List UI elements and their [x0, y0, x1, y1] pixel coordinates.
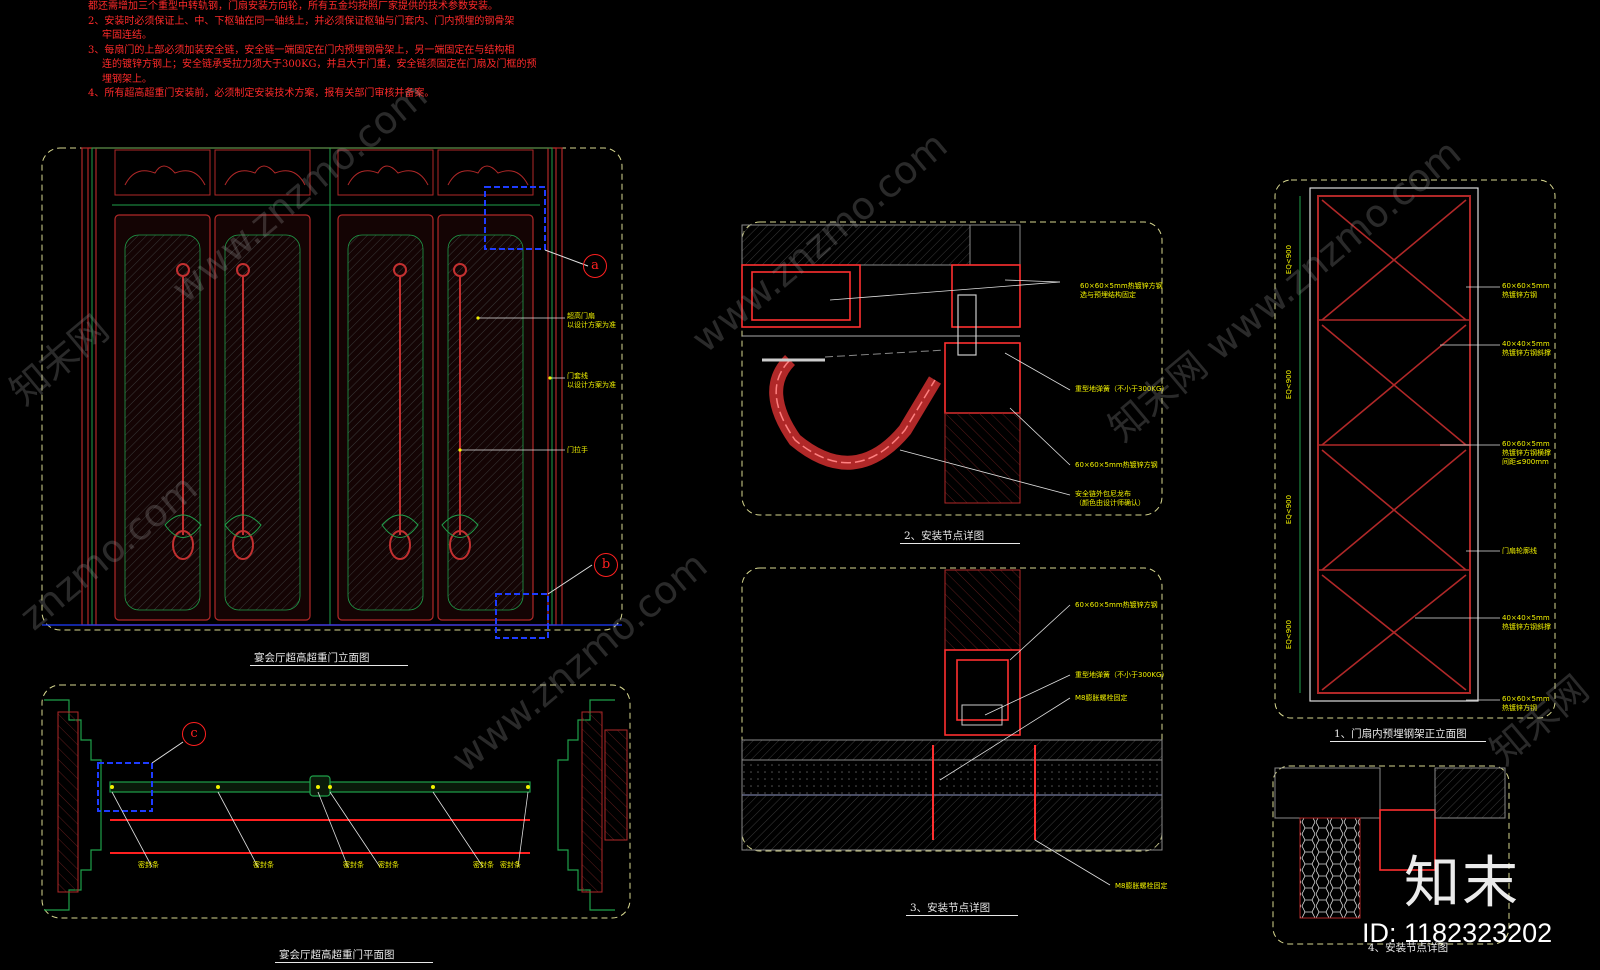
detail-tag-b[interactable]: b	[594, 553, 618, 577]
frame-dim: EQ<900	[1285, 494, 1294, 525]
note-line: 都还需增加三个重型中转轨钢，门扇安装方向轮，所有五金均按照厂家提供的技术参数安装…	[88, 1, 498, 12]
note-line: 4、所有超高超重门安装前，必须制定安装技术方案，报有关部门审核并备案。	[88, 88, 435, 99]
frame-label-3: 60×60×5mm 热镀锌方钢横撑 间距≤900mm	[1502, 440, 1551, 466]
label-seal-strip: 密封条	[500, 861, 521, 869]
frame-label-4: 门扇轮廓线	[1502, 547, 1537, 555]
label-seal-strip: 密封条	[253, 861, 274, 869]
detail-b-box	[495, 593, 549, 639]
construction-notes: 都还需增加三个重型中转轨钢，门扇安装方向轮，所有五金均按照厂家提供的技术参数安装…	[88, 0, 608, 102]
frame-label-6: 60×60×5mm 热镀锌方钢	[1502, 695, 1550, 712]
caption-underline	[906, 915, 1018, 916]
label-seal-strip: 密封条	[343, 861, 364, 869]
label-seal-strip: 密封条	[473, 861, 494, 869]
detail-c-box	[97, 762, 153, 812]
frame-label-2: 40×40×5mm 热镀锌方钢斜撑	[1502, 340, 1551, 357]
node2-label-4: 安全链外包尼龙布 （颜色由设计师确认）	[1075, 490, 1145, 507]
caption-underline	[275, 962, 433, 963]
node3-label-4: M8膨胀螺栓固定	[1115, 882, 1168, 890]
node3-label-1: 60×60×5mm热镀锌方钢	[1075, 601, 1158, 609]
detail-a-box	[484, 186, 546, 250]
node2-label-1: 60×60×5mm热镀锌方钢 选与预埋结构固定	[1080, 282, 1163, 299]
frame-dim: EQ<900	[1285, 369, 1294, 400]
label-handle: 门拉手	[567, 446, 588, 454]
frame-dim: EQ<900	[1285, 619, 1294, 650]
caption-elevation: 宴会厅超高超重门立面图	[254, 652, 370, 664]
node-2-detail	[741, 221, 1163, 516]
detail-tag-c[interactable]: c	[182, 722, 206, 746]
note-line: 连的镀锌方钢上；安全链承受拉力须大于300KG，并且大于门重，安全链须固定在门扇…	[102, 59, 537, 70]
caption-underline	[250, 665, 408, 666]
label-seal-strip: 密封条	[378, 861, 399, 869]
frame-label-1: 60×60×5mm 热镀锌方钢	[1502, 282, 1550, 299]
node-3-detail	[741, 567, 1163, 886]
caption-node3: 3、安装节点详图	[910, 902, 991, 914]
note-line: 埋钢架上。	[102, 73, 152, 85]
node3-label-2: 重型地弹簧（不小于300KG）	[1075, 671, 1169, 679]
frame-label-5: 40×40×5mm 热镀锌方钢斜撑	[1502, 614, 1551, 631]
caption-node2: 2、安装节点详图	[904, 530, 985, 542]
door-elevation	[41, 147, 623, 639]
door-handles	[172, 263, 471, 560]
door-leaves	[114, 149, 534, 621]
label-seal-strip: 密封条	[138, 861, 159, 869]
caption-underline	[900, 543, 1020, 544]
note-line: 3、每扇门的上部必须加装安全链，安全链一端固定在门内预埋钢骨架上，另一端固定在与…	[88, 44, 515, 56]
brand-logo: 知末	[1404, 851, 1520, 916]
note-line: 牢固连结。	[102, 30, 152, 41]
steel-frame-elevation	[1274, 179, 1556, 719]
label-door-trim: 门套线 以设计方案为准	[567, 372, 616, 389]
node-4-detail	[1272, 765, 1510, 945]
node2-label-2: 重型地弹簧（不小于300KG）	[1075, 385, 1169, 393]
caption-frame: 1、门扇内预埋钢架正立面图	[1334, 728, 1467, 740]
caption-plan: 宴会厅超高超重门平面图	[279, 949, 395, 961]
caption-node4: 4、安装节点详图	[1368, 942, 1449, 954]
caption-underline	[1330, 741, 1486, 742]
detail-tag-a[interactable]: a	[583, 254, 607, 278]
image-id: ID: 1182323202	[1362, 918, 1553, 948]
door-plan	[41, 684, 631, 919]
node2-label-3: 60×60×5mm热镀锌方钢	[1075, 461, 1158, 469]
note-line: 2、安装时必须保证上、中、下枢轴在同一轴线上，并必须保证枢轴与门套内、门内预埋的…	[88, 15, 515, 27]
label-door-leaf: 超高门扇 以设计方案为准	[567, 312, 616, 329]
node3-label-3: M8膨胀螺栓固定	[1075, 694, 1128, 702]
